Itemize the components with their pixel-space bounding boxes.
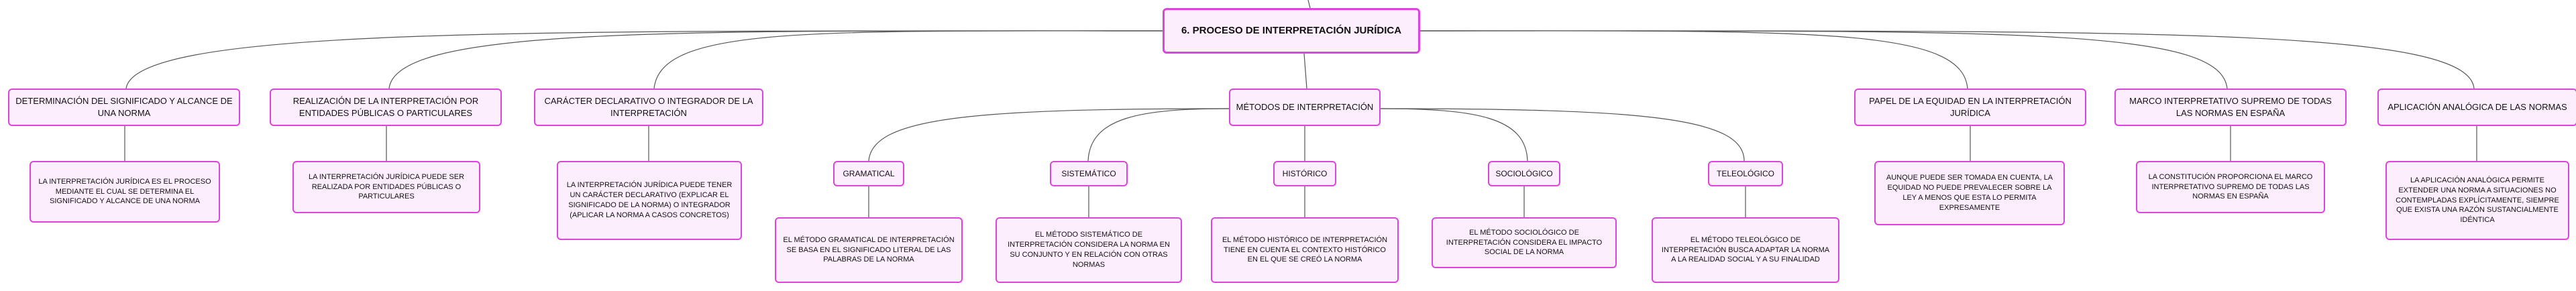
method-sociologico[interactable]: SOCIOLÓGICO bbox=[1488, 161, 1560, 186]
detail-metodo-gramatical[interactable]: EL MÉTODO GRAMATICAL DE INTERPRETACIÓN S… bbox=[775, 217, 963, 283]
method-teleologico[interactable]: TELEOLÓGICO bbox=[1708, 161, 1783, 186]
topic-aplicacion-analogica[interactable]: APLICACIÓN ANALÓGICA DE LAS NORMAS bbox=[2377, 89, 2576, 126]
topic-metodos-interpretacion[interactable]: MÉTODOS DE INTERPRETACIÓN bbox=[1229, 89, 1381, 126]
detail-caracter-declarativo[interactable]: LA INTERPRETACIÓN JURÍDICA PUEDE TENER U… bbox=[557, 161, 742, 240]
detail-realizacion-interpretacion[interactable]: LA INTERPRETACIÓN JURÍDICA PUEDE SER REA… bbox=[292, 161, 480, 213]
topic-caracter-declarativo[interactable]: CARÁCTER DECLARATIVO O INTEGRADOR DE LA … bbox=[534, 89, 763, 126]
method-gramatical[interactable]: GRAMATICAL bbox=[833, 161, 904, 186]
topic-realizacion-interpretacion[interactable]: REALIZACIÓN DE LA INTERPRETACIÓN POR ENT… bbox=[270, 89, 502, 126]
topic-determinacion-significado[interactable]: DETERMINACIÓN DEL SIGNIFICADO Y ALCANCE … bbox=[8, 89, 240, 126]
topic-marco-interpretativo[interactable]: MARCO INTERPRETATIVO SUPREMO DE TODAS LA… bbox=[2114, 89, 2347, 126]
root-topic[interactable]: 6. PROCESO DE INTERPRETACIÓN JURÍDICA bbox=[1163, 8, 1420, 54]
detail-marco-interpretativo[interactable]: LA CONSTITUCIÓN PROPORCIONA EL MARCO INT… bbox=[2136, 161, 2325, 213]
detail-papel-equidad[interactable]: AUNQUE PUEDE SER TOMADA EN CUENTA, LA EQ… bbox=[1874, 161, 2065, 225]
detail-aplicacion-analogica[interactable]: LA APLICACIÓN ANALÓGICA PERMITE EXTENDER… bbox=[2385, 161, 2569, 240]
detail-metodo-sistematico[interactable]: EL MÉTODO SISTEMÁTICO DE INTERPRETACIÓN … bbox=[996, 217, 1182, 283]
detail-determinacion-significado[interactable]: LA INTERPRETACIÓN JURÍDICA ES EL PROCESO… bbox=[30, 161, 220, 223]
detail-metodo-historico[interactable]: EL MÉTODO HISTÓRICO DE INTERPRETACIÓN TI… bbox=[1211, 217, 1399, 283]
method-historico[interactable]: HISTÓRICO bbox=[1273, 161, 1336, 186]
detail-metodo-teleologico[interactable]: EL MÉTODO TELEOLÓGICO DE INTERPRETACIÓN … bbox=[1652, 217, 1839, 283]
detail-metodo-sociologico[interactable]: EL MÉTODO SOCIOLÓGICO DE INTERPRETACIÓN … bbox=[1432, 217, 1617, 268]
method-sistematico[interactable]: SISTEMÁTICO bbox=[1050, 161, 1128, 186]
topic-papel-equidad[interactable]: PAPEL DE LA EQUIDAD EN LA INTERPRETACIÓN… bbox=[1854, 89, 2086, 126]
